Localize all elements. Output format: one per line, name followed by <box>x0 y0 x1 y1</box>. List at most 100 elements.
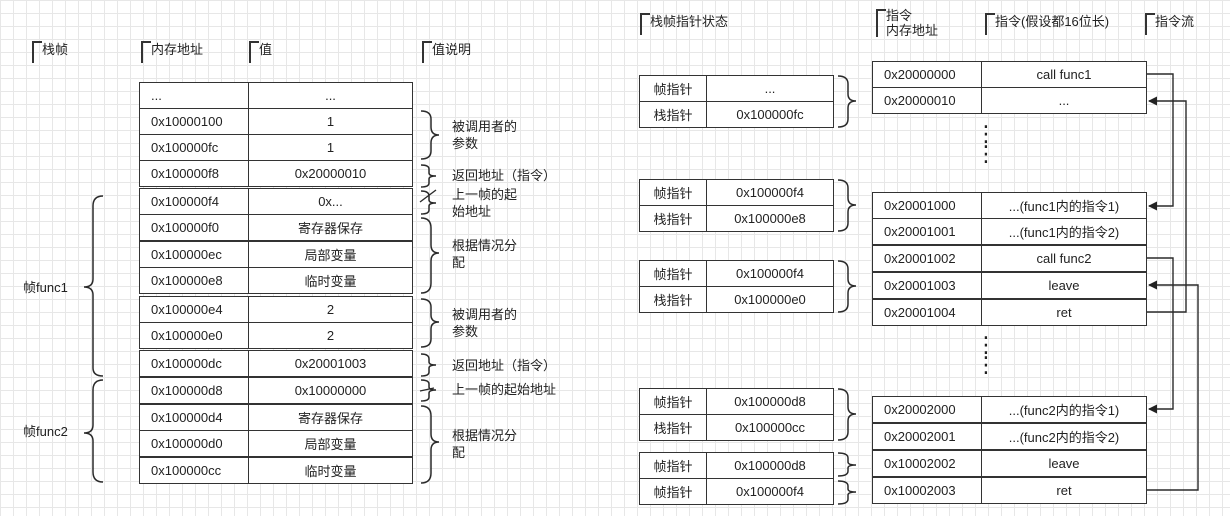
header-bracket-pointer-state <box>640 13 650 35</box>
instr-address-cell: 0x10002003 <box>872 477 982 504</box>
stack-address-cell: 0x100000e4 <box>139 296 249 323</box>
instr-address-cell: 0x20001001 <box>872 218 982 245</box>
instruction-cell: ...(func2内的指令1) <box>981 396 1147 423</box>
flow-arrow <box>1147 96 1187 313</box>
pointer-label-cell: 帧指针 <box>639 260 707 287</box>
continuation-dots: ⋮ <box>975 352 997 377</box>
pointer-value-cell: 0x100000fc <box>706 101 834 128</box>
header-bracket-instruction <box>985 13 995 35</box>
stack-address-cell: 0x100000e8 <box>139 267 249 294</box>
header-instr-address: 指令 内存地址 <box>886 8 939 38</box>
header-value: 值 <box>259 42 273 57</box>
header-bracket-instr-flow <box>1145 13 1155 35</box>
frame-brace <box>83 195 104 377</box>
instruction-cell: ...(func1内的指令2) <box>981 218 1147 245</box>
stack-address-cell: 0x100000dc <box>139 350 249 377</box>
instruction-cell: ... <box>981 87 1147 114</box>
value-note: 被调用者的 参数 <box>452 119 518 151</box>
stack-value-cell: 0x10000000 <box>248 377 413 404</box>
instr-address-cell: 0x20000000 <box>872 61 982 88</box>
note-brace <box>420 405 440 484</box>
pointer-brace <box>837 179 857 232</box>
stack-value-cell: 临时变量 <box>248 457 413 484</box>
pointer-label-cell: 帧指针 <box>639 388 707 415</box>
stack-value-cell: 寄存器保存 <box>248 214 413 241</box>
header-frame: 栈帧 <box>42 42 69 57</box>
value-note: 根据情况分 配 <box>452 238 518 270</box>
instruction-cell: leave <box>981 450 1147 477</box>
pointer-value-cell: 0x100000f4 <box>706 260 834 287</box>
stack-address-cell: 0x100000f4 <box>139 188 249 215</box>
value-note: 根据情况分 配 <box>452 428 518 460</box>
note-brace <box>420 353 437 377</box>
instr-address-cell: 0x20001004 <box>872 299 982 326</box>
pointer-brace <box>837 388 857 441</box>
flow-arrow <box>1147 257 1174 414</box>
header-bracket-instr-address <box>876 9 886 37</box>
instr-address-cell: 0x20002001 <box>872 423 982 450</box>
note-arrow <box>419 189 437 203</box>
continuation-dots: ⋮ <box>975 332 997 357</box>
header-value-desc: 值说明 <box>432 42 472 57</box>
note-arrow <box>419 387 435 392</box>
pointer-value-cell: 0x100000cc <box>706 414 834 441</box>
stack-value-cell: 2 <box>248 296 413 323</box>
value-note: 返回地址（指令） <box>452 358 557 373</box>
stack-value-cell: 临时变量 <box>248 267 413 294</box>
pointer-value-cell: 0x100000e0 <box>706 286 834 313</box>
value-note: 返回地址（指令） <box>452 168 557 183</box>
instr-address-cell: 0x20001002 <box>872 245 982 272</box>
note-brace <box>420 164 437 188</box>
pointer-value-cell: 0x100000d8 <box>706 452 834 479</box>
pointer-label-cell: 帧指针 <box>639 478 707 505</box>
stack-address-cell: 0x100000fc <box>139 134 249 161</box>
pointer-label-cell: 栈指针 <box>639 205 707 232</box>
continuation-dots: ⋮ <box>975 141 997 166</box>
pointer-label-cell: 栈指针 <box>639 414 707 441</box>
flow-arrow <box>1147 280 1199 491</box>
instr-address-cell: 0x20002000 <box>872 396 982 423</box>
stack-address-cell: 0x100000d4 <box>139 404 249 431</box>
value-note: 上一帧的起始地址 <box>452 382 557 397</box>
pointer-brace <box>837 260 857 313</box>
pointer-value-cell: 0x100000f4 <box>706 478 834 505</box>
instr-address-cell: 0x20000010 <box>872 87 982 114</box>
header-bracket-value <box>249 41 259 63</box>
flow-arrow <box>1147 73 1174 211</box>
pointer-brace <box>837 480 857 505</box>
instruction-cell: leave <box>981 272 1147 299</box>
note-brace <box>420 379 437 402</box>
header-bracket-frame <box>32 41 42 63</box>
header-bracket-address <box>141 41 151 63</box>
instr-address-cell: 0x20001000 <box>872 192 982 219</box>
header-pointer-state: 栈帧指针状态 <box>650 14 729 29</box>
pointer-label-cell: 帧指针 <box>639 179 707 206</box>
pointer-label-cell: 栈指针 <box>639 101 707 128</box>
stack-address-cell: 0x100000e0 <box>139 322 249 349</box>
instruction-cell: ret <box>981 477 1147 504</box>
stack-value-cell: 0x... <box>248 188 413 215</box>
frame-brace <box>83 379 104 483</box>
header-instr-flow: 指令流 <box>1155 14 1195 29</box>
frame-label-func1: 帧func1 <box>23 280 68 295</box>
note-brace <box>420 217 440 294</box>
pointer-brace <box>837 452 857 477</box>
stack-value-cell: 1 <box>248 134 413 161</box>
stack-address-cell: 0x100000f8 <box>139 160 249 187</box>
instruction-cell: ret <box>981 299 1147 326</box>
stack-value-cell: 2 <box>248 322 413 349</box>
pointer-value-cell: 0x100000e8 <box>706 205 834 232</box>
note-brace <box>420 190 437 215</box>
instruction-cell: call func2 <box>981 245 1147 272</box>
frame-label-func2: 帧func2 <box>23 424 68 439</box>
header-bracket-value-desc <box>422 41 432 63</box>
value-note: 上一帧的起 始地址 <box>452 187 518 219</box>
stack-address-cell: 0x100000f0 <box>139 214 249 241</box>
note-brace <box>420 298 440 348</box>
continuation-dots: ⋮ <box>975 121 997 146</box>
stack-value-cell: 局部变量 <box>248 430 413 457</box>
pointer-label-cell: 栈指针 <box>639 286 707 313</box>
instruction-cell: ...(func1内的指令1) <box>981 192 1147 219</box>
stack-value-cell: 0x20000010 <box>248 160 413 187</box>
